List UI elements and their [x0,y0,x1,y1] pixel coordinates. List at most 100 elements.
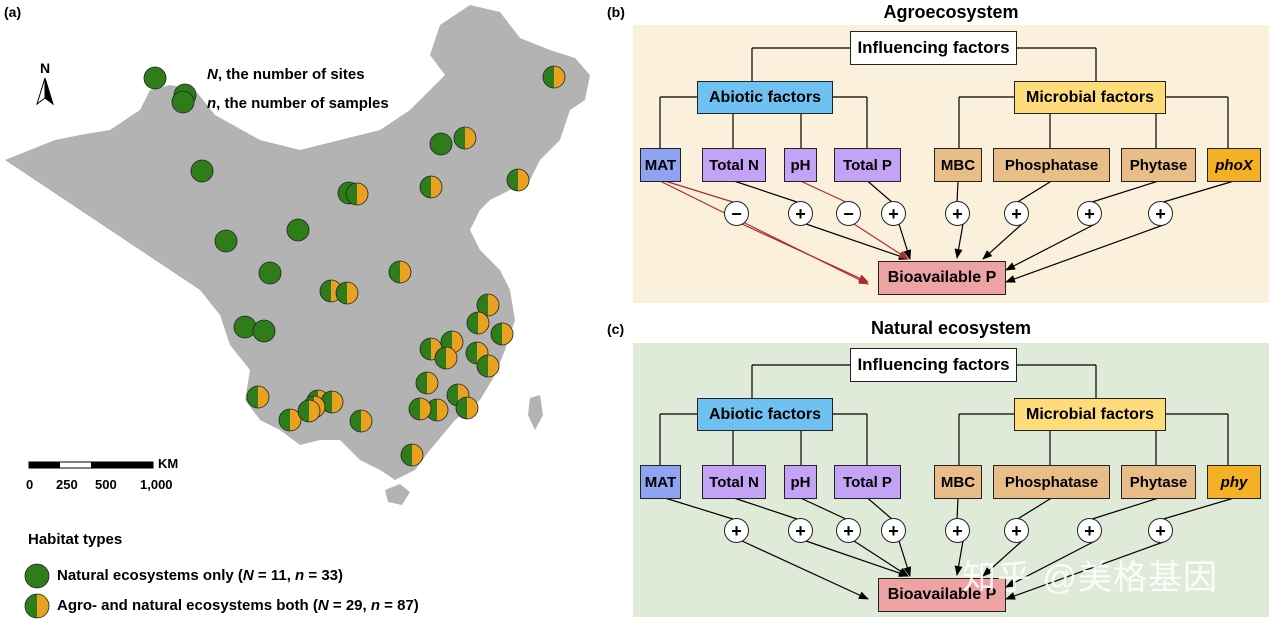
natural-factor-box-6: Phytase [1121,465,1196,499]
habitat-both-N-value: = 29, [328,597,371,614]
habitat-natural-n-value: = 33) [304,567,343,584]
natural-bioavailable-p-box: Bioavailable P [878,578,1006,612]
site-natural-marker [214,229,238,253]
hierarchy-line [1015,180,1052,204]
agro-effect-sign-7: + [1148,201,1173,226]
site-both-marker [476,293,500,317]
effect-arrow [1005,540,1167,600]
effect-arrow [741,540,869,600]
effect-arrow [805,540,909,577]
agro-effect-sign-4: + [945,201,970,226]
site-both-marker [542,65,566,89]
agro-microbial-factors-box: Microbial factors [1014,81,1166,114]
hierarchy-line [1015,497,1052,521]
site-both-marker [466,311,490,335]
effect-arrow [982,540,1023,577]
hierarchy-line [800,497,849,521]
legend-natural-marker [24,563,50,589]
natural-factor-box-0: MAT [640,465,681,499]
site-both-marker [419,175,443,199]
natural-effect-sign-5: + [1004,518,1029,543]
effect-arrow [954,223,964,259]
agro-title: Agroecosystem [883,2,1019,22]
hierarchy-line [1088,497,1159,521]
hierarchy-line [1159,497,1235,521]
natural-abiotic-factors-box: Abiotic factors [697,398,833,431]
agro-effect-sign-1: + [788,201,813,226]
agro-effect-sign-5: + [1004,201,1029,226]
site-natural-marker [286,218,310,242]
agro-effect-sign-0: − [724,201,749,226]
watermark-text: 知乎 @美格基因 [962,559,1218,597]
legend-samples-var: n [207,95,217,112]
panel-label-b: (b) [607,4,625,20]
agro-factor-box-0: MAT [640,148,681,182]
site-natural-marker [171,90,195,114]
site-natural-marker [190,159,214,183]
taiwan-island [528,395,543,430]
agro-effect-sign-6: + [1077,201,1102,226]
agro-effect-sign-2: − [836,201,861,226]
hierarchy-line [664,180,737,204]
site-both-marker [246,385,270,409]
scale-unit: KM [158,456,179,471]
hierarchy-line [956,180,959,204]
legend-sites-var: N [207,66,218,83]
habitat-natural-n: n [295,567,305,584]
site-both-marker [476,354,500,378]
natural-effect-sign-2: + [836,518,861,543]
site-markers [143,65,566,467]
effect-arrow [898,540,912,577]
panel-label-c: (c) [607,321,625,337]
scale-tick-0: 0 [26,477,34,492]
natural-factor-box-4: MBC [934,465,982,499]
habitat-both-text: Agro- and natural ecosystems both ( [57,597,318,614]
hierarchy-line [733,180,801,204]
site-both-marker [349,409,373,433]
natural-influencing-factors-box: Influencing factors [850,348,1017,382]
habitat-title: Habitat types [28,531,123,548]
agro-effect-sign-3: + [881,201,906,226]
effect-arrow [805,223,909,260]
legend-sites-text: , the number of sites [217,66,365,83]
effect-arrow [898,223,912,260]
agro-factor-box-2: pH [784,148,817,182]
site-both-marker [490,322,514,346]
agro-influencing-factors-box: Influencing factors [850,31,1017,65]
natural-factor-box-1: Total N [702,465,766,499]
natural-factor-box-2: pH [784,465,817,499]
site-both-marker [345,182,369,206]
natural-effect-sign-7: + [1148,518,1173,543]
natural-effect-sign-3: + [881,518,906,543]
site-both-marker [455,396,479,420]
site-both-marker [278,408,302,432]
agro-factor-box-3: Total P [834,148,901,182]
site-natural-marker [252,319,276,343]
natural-factor-box-5: Phosphatase [993,465,1110,499]
hierarchy-line [664,497,737,521]
site-both-marker [506,168,530,192]
scale-tick-1000: 1,000 [140,477,173,492]
hierarchy-line [867,497,894,521]
site-both-marker [415,371,439,395]
site-both-marker [408,397,432,421]
legend-samples-line: n, the number of samples [207,95,389,112]
north-label: N [40,60,51,76]
effect-arrow [1005,223,1096,271]
natural-effect-sign-1: + [788,518,813,543]
agro-factor-box-5: Phosphatase [993,148,1110,182]
site-both-marker [434,346,458,370]
hierarchy-line [800,180,849,204]
hierarchy-line [956,497,959,521]
legend-both-marker [24,593,50,619]
scale-tick-250: 250 [56,477,78,492]
effect-arrow [954,540,964,576]
hierarchy-line [1088,180,1159,204]
habitat-natural-label: Natural ecosystems only (N = 11, n = 33) [57,567,343,584]
effect-arrow [659,180,869,285]
effect-arrow [1005,223,1167,283]
effect-arrow [853,540,909,577]
hainan-island [385,484,410,505]
site-both-marker [388,260,412,284]
